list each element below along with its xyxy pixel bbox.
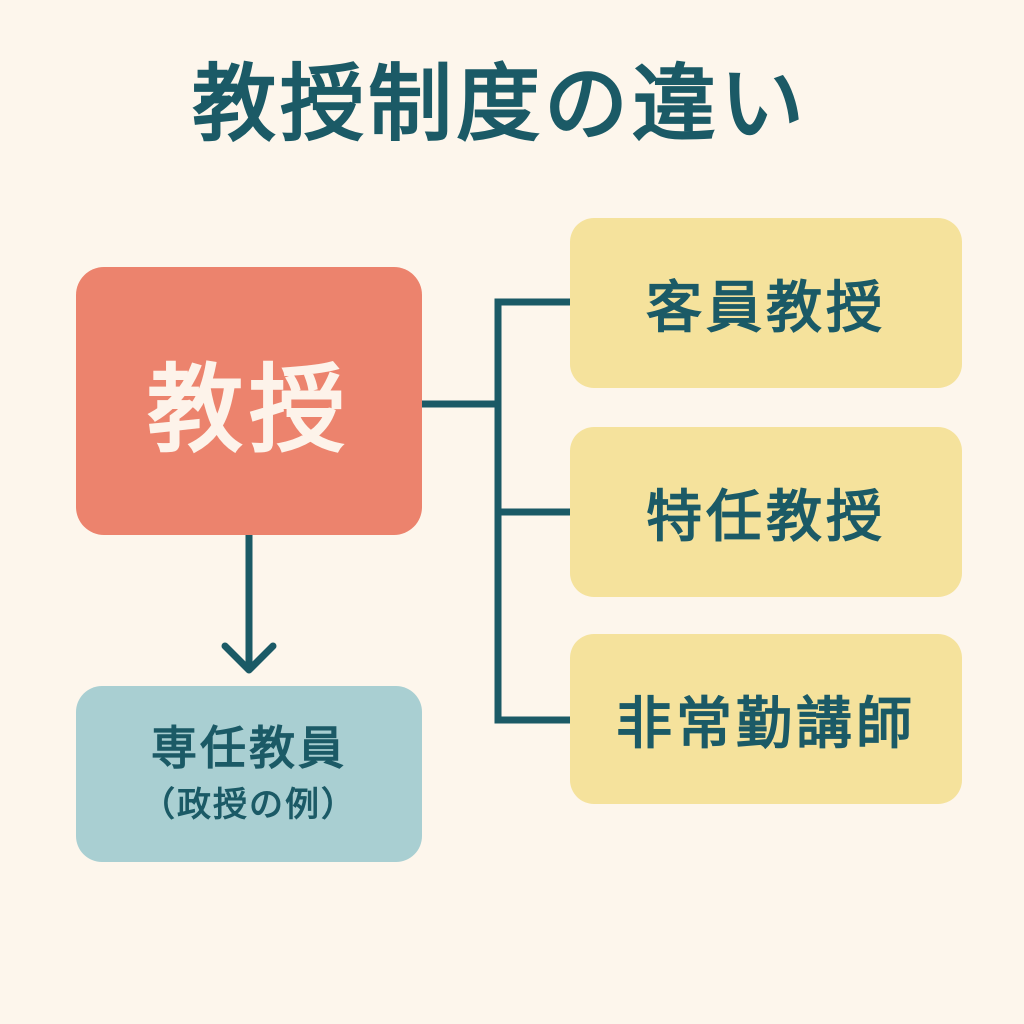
- branch-label: 客員教授: [646, 275, 886, 341]
- branch-box-specially-appointed-professor: 特任教授: [570, 427, 962, 597]
- main-box-professor: 教授: [76, 267, 422, 535]
- sub-box-label: 専任教員: [151, 721, 347, 776]
- branch-box-part-time-lecturer: 非常勤講師: [570, 634, 962, 804]
- branch-label: 非常勤講師: [616, 691, 916, 757]
- sub-box-fulltime-faculty: 専任教員 （政授の例）: [76, 686, 422, 862]
- branch-box-visiting-professor: 客員教授: [570, 218, 962, 388]
- main-box-label: 教授: [147, 353, 351, 466]
- branch-label: 特任教授: [646, 484, 886, 550]
- arrow-head: [221, 642, 277, 674]
- diagram-title: 教授制度の違い: [191, 55, 808, 153]
- sub-box-note: （政授の例）: [141, 784, 357, 825]
